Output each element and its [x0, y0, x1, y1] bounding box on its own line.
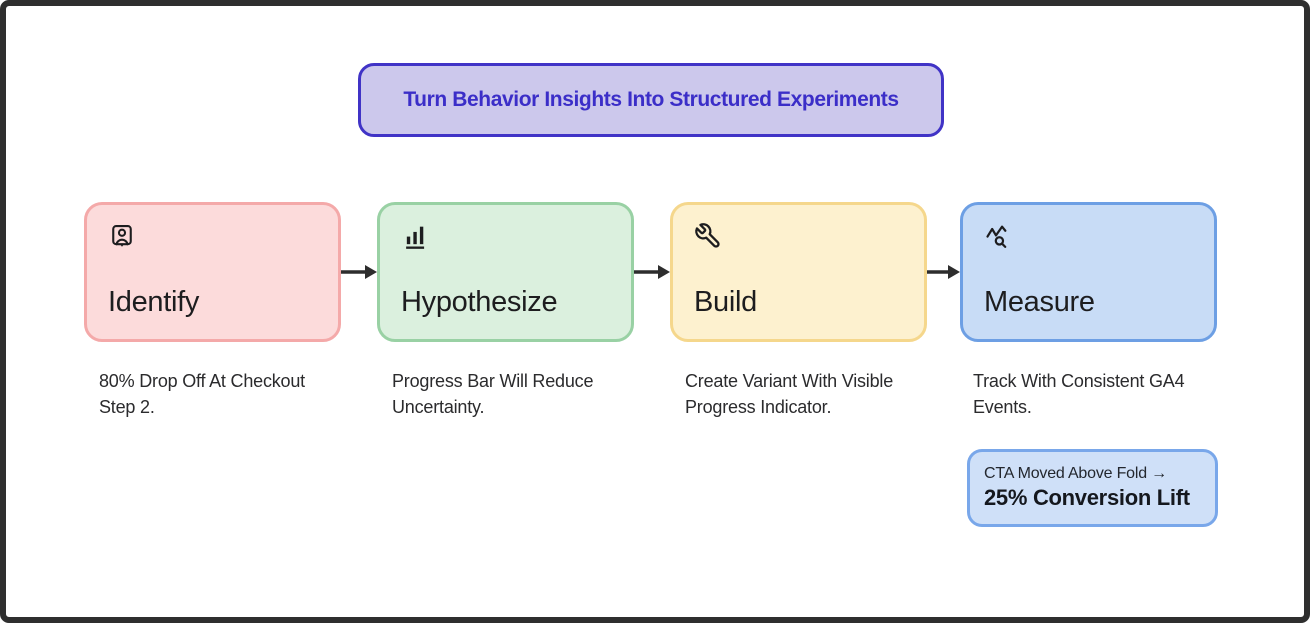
trend-search-icon [984, 222, 1012, 250]
user-frame-icon [108, 222, 136, 250]
bar-chart-icon [401, 222, 429, 250]
title-banner: Turn Behavior Insights Into Structured E… [358, 63, 944, 137]
wrench-icon [694, 222, 722, 250]
flow-arrow-2 [634, 260, 670, 284]
step-label-identify: Identify [108, 285, 200, 318]
step-label-measure: Measure [984, 285, 1095, 318]
step-card-measure: Measure [960, 202, 1217, 342]
step-card-hypothesize: Hypothesize [377, 202, 634, 342]
result-badge: CTA Moved Above Fold → 25% Conversion Li… [967, 449, 1218, 527]
step-label-build: Build [694, 285, 757, 318]
result-badge-line1: CTA Moved Above Fold → [984, 464, 1167, 482]
step-card-identify: Identify [84, 202, 341, 342]
result-badge-line2: 25% Conversion Lift [984, 484, 1190, 510]
step-card-build: Build [670, 202, 927, 342]
step-label-hypothesize: Hypothesize [401, 285, 558, 318]
flow-arrow-3 [927, 260, 960, 284]
flow-arrow-1 [341, 260, 377, 284]
step-caption-build: Create Variant With Visible Progress Ind… [685, 371, 894, 417]
step-caption-hypothesize: Progress Bar Will Reduce Uncertainty. [392, 371, 594, 417]
title-banner-text: Turn Behavior Insights Into Structured E… [403, 88, 899, 111]
step-caption-measure: Track With Consistent GA4 Events. [973, 371, 1185, 417]
step-caption-identify: 80% Drop Off At Checkout Step 2. [99, 371, 305, 417]
